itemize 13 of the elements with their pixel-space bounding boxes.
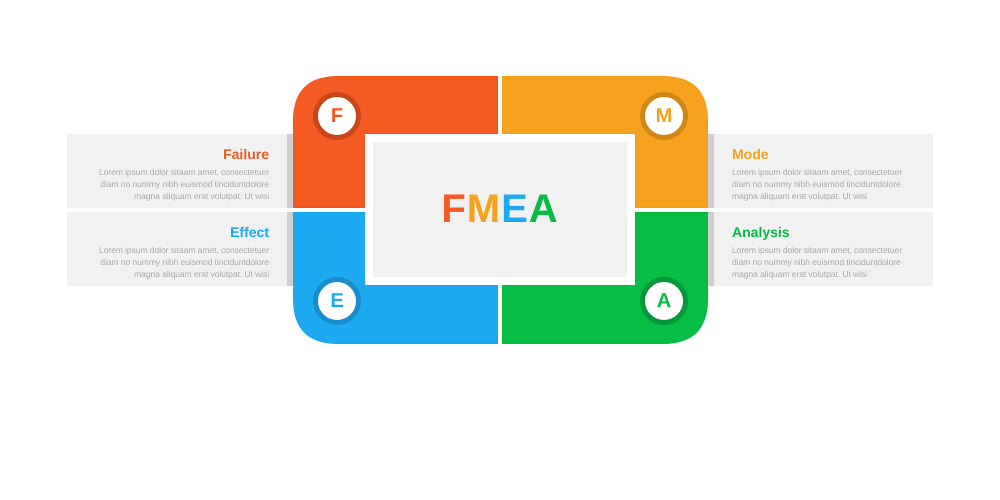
text-panel [67,212,293,286]
panel-heading: Failure [222,146,269,162]
panel-body-text: Lorem ipsum dolor sitaam amet, consectetuer diam no nummy nibh euismod tinciduntdolore magna aliquam erat volutpat. Ut wisi [732,244,904,280]
panel-body-text: Lorem ipsum dolor sitaam amet, consectetuer diam no nummy nibh euismod tinciduntdolore magna aliquam erat volutpat. Ut wisi [98,244,269,280]
panel-heading: Effect [229,224,269,240]
panel-body-text: Lorem ipsum dolor sitaam amet, consectetuer diam no nummy nibh euismod tinciduntdolore magna aliquam erat volutpat. Ut wisi [732,166,904,202]
text-panel [67,134,293,208]
center-label: FMEA [441,187,559,232]
text-panel [708,134,933,208]
panel-body-text: Lorem ipsum dolor sitaam amet, consectetuer diam no nummy nibh euismod tinciduntdolore magna aliquam erat volutpat. Ut wisi [98,166,269,202]
text-panel [708,212,933,286]
panel-heading: Analysis [732,224,791,240]
panel-heading: Mode [732,146,770,162]
